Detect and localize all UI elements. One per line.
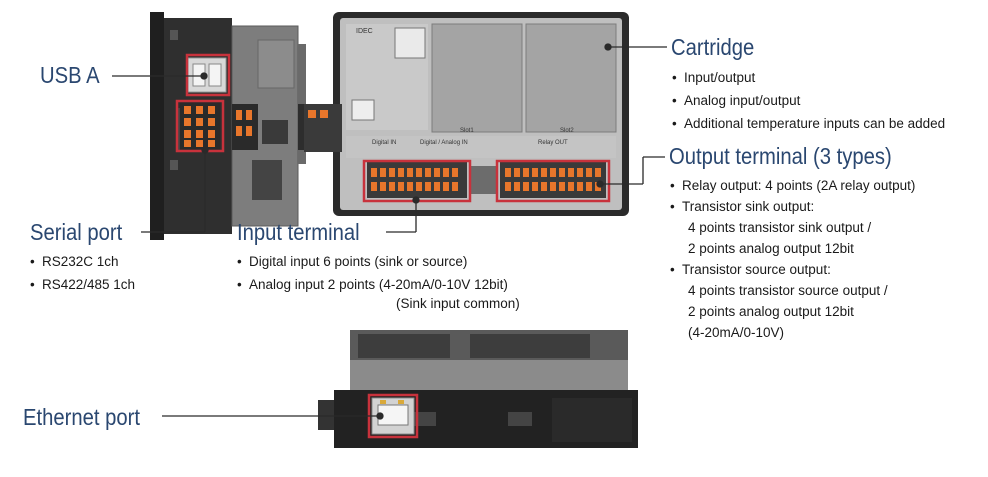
serial-item: RS232C 1ch	[30, 250, 135, 273]
ethernet-port-title: Ethernet port	[23, 404, 141, 430]
output-item: Transistor sink output:	[670, 196, 915, 217]
output-highlight	[495, 159, 611, 203]
side-view-device	[150, 12, 334, 240]
serial-item: RS422/485 1ch	[30, 273, 135, 296]
cartridge-title: Cartridge	[671, 34, 755, 60]
input-terminal-list: Digital input 6 points (sink or source) …	[237, 250, 508, 296]
front-view-device	[304, 12, 629, 216]
output-item: Transistor source output:	[670, 259, 915, 280]
usb-highlight	[185, 53, 231, 97]
panel-label: Slot2	[560, 128, 574, 134]
serial-highlight	[175, 99, 225, 153]
serial-port-list: RS232C 1ch RS422/485 1ch	[30, 250, 135, 296]
input-terminal-title: Input terminal	[237, 219, 360, 245]
highlight-boxes	[175, 53, 611, 439]
cartridge-item: Input/output	[672, 66, 945, 89]
output-subitem: 4 points transistor source output /	[688, 283, 888, 298]
output-subitem: (4-20mA/0-10V)	[688, 325, 785, 340]
cartridge-list: Input/output Analog input/output Additio…	[672, 66, 945, 135]
output-terminal-list: Relay output: 4 points (2A relay output)…	[670, 175, 915, 343]
panel-label: Slot1	[460, 128, 474, 134]
panel-label: Digital IN	[372, 140, 397, 146]
input-terminal-pins	[371, 168, 458, 191]
output-subitem: 2 points analog output 12bit	[688, 304, 854, 319]
panel-label: Digital / Analog IN	[420, 140, 468, 146]
panel-label: Relay OUT	[538, 140, 568, 146]
cartridge-item: Analog input/output	[672, 89, 945, 112]
cartridge-item: Additional temperature inputs can be add…	[672, 112, 945, 135]
input-item: Digital input 6 points (sink or source)	[237, 250, 508, 273]
input-terminal-note: (Sink input common)	[396, 296, 520, 311]
output-subitem: 2 points analog output 12bit	[688, 241, 854, 256]
input-item: Analog input 2 points (4-20mA/0-10V 12bi…	[237, 273, 508, 296]
output-terminal-title: Output terminal (3 types)	[669, 143, 892, 169]
output-subitem: 4 points transistor sink output /	[688, 220, 872, 235]
bottom-view-device	[318, 330, 638, 448]
serial-port-title: Serial port	[30, 219, 123, 245]
leader-lines	[112, 43, 667, 420]
output-item: Relay output: 4 points (2A relay output)	[670, 175, 915, 196]
brand-logo: IDEC	[356, 28, 373, 35]
usb-a-title: USB A	[40, 62, 100, 88]
